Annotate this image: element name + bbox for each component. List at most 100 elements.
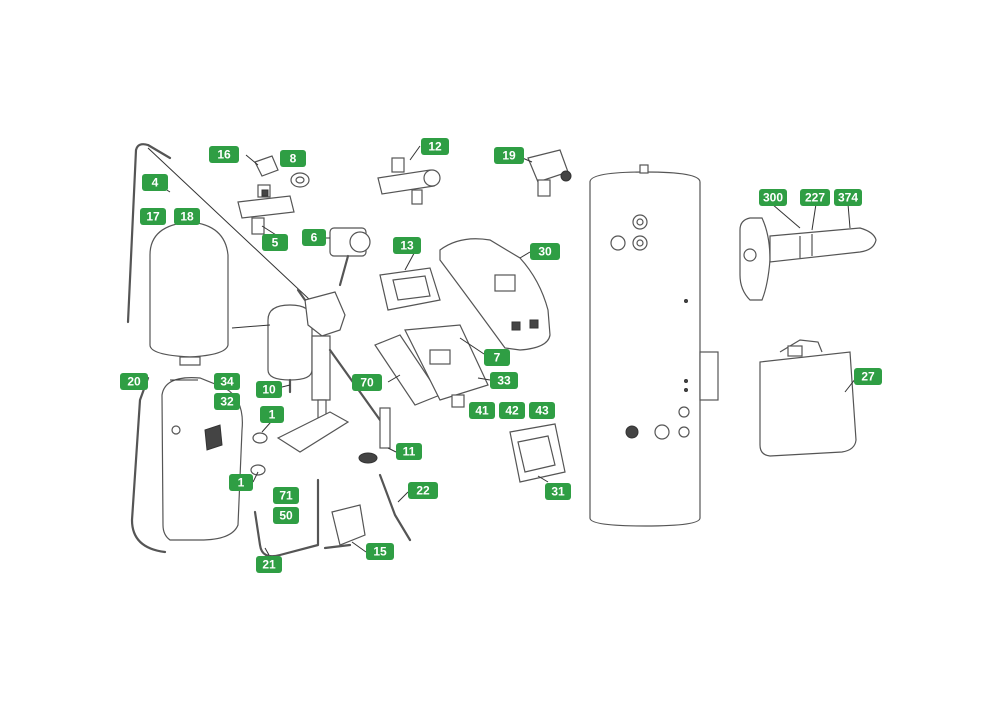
part-label-43: 43 <box>529 402 555 419</box>
part-label-text: 11 <box>403 445 416 459</box>
part-label-bg <box>256 556 282 573</box>
immersion-heater <box>739 217 877 301</box>
part-label-text: 31 <box>551 485 565 499</box>
cover-30 <box>439 238 551 351</box>
part-label-text: 71 <box>279 489 293 503</box>
controller-13 <box>379 267 441 311</box>
part-label-19: 19 <box>494 147 524 164</box>
part-label-bg <box>120 373 148 390</box>
part-label-11: 11 <box>396 443 422 460</box>
part-label-17: 17 <box>140 208 166 225</box>
part-label-text: 17 <box>146 210 160 224</box>
part-label-bg <box>393 237 421 254</box>
part-label-6: 6 <box>302 229 326 246</box>
part-label-text: 19 <box>502 149 516 163</box>
part-label-30: 30 <box>530 243 560 260</box>
part-label-bg <box>140 208 166 225</box>
part-label-50: 50 <box>273 507 299 524</box>
part-label-bg <box>273 507 299 524</box>
part-label-text: 5 <box>272 236 279 250</box>
pipe-21 <box>253 478 320 558</box>
part-label-bg <box>229 474 253 491</box>
part-label-70: 70 <box>352 374 382 391</box>
part-label-text: 70 <box>360 376 374 390</box>
part-label-bg <box>262 234 288 251</box>
expansion-vessel <box>149 221 229 366</box>
part-label-32: 32 <box>214 393 240 410</box>
part-label-8: 8 <box>280 150 306 167</box>
part-label-bg <box>529 402 555 419</box>
part-label-bg <box>142 174 168 191</box>
part-label-18: 18 <box>174 208 200 225</box>
part-label-text: 18 <box>180 210 194 224</box>
part-label-12: 12 <box>421 138 449 155</box>
fitting-11 <box>358 407 391 464</box>
valve-12 <box>377 157 441 205</box>
cylinder-body-10 <box>267 304 313 394</box>
part-label-300: 300 <box>759 189 787 206</box>
part-label-10: 10 <box>256 381 282 398</box>
part-label-bg <box>545 483 571 500</box>
part-label-bg <box>256 381 282 398</box>
part-label-34: 34 <box>214 373 240 390</box>
pipe-4 <box>126 143 172 324</box>
part-label-bg <box>174 208 200 225</box>
part-label-20: 20 <box>120 373 148 390</box>
wiring-box-31 <box>509 423 566 483</box>
part-label-bg <box>302 229 326 246</box>
part-label-227: 227 <box>800 189 830 206</box>
hot-water-cylinder <box>589 164 719 527</box>
left-cover <box>161 377 243 541</box>
part-label-1: 1 <box>229 474 253 491</box>
part-label-text: 27 <box>861 370 875 384</box>
part-label-7: 7 <box>484 349 510 366</box>
part-label-text: 34 <box>220 375 234 389</box>
pipe-22 <box>378 473 412 542</box>
part-label-bg <box>260 406 284 423</box>
part-label-text: 8 <box>290 152 297 166</box>
fitting-16 <box>254 155 279 177</box>
part-label-text: 1 <box>238 476 245 490</box>
mounting-bracket <box>250 411 350 476</box>
part-label-bg <box>273 487 299 504</box>
part-label-27: 27 <box>854 368 882 385</box>
valve-manifold <box>296 288 382 422</box>
part-label-41: 41 <box>469 402 495 419</box>
part-label-5: 5 <box>262 234 288 251</box>
part-label-text: 22 <box>416 484 430 498</box>
part-label-4: 4 <box>142 174 168 191</box>
part-label-bg <box>469 402 495 419</box>
pump-6 <box>329 227 371 287</box>
container-27 <box>759 339 857 457</box>
part-label-bg <box>834 189 862 206</box>
part-label-text: 43 <box>535 404 549 418</box>
part-label-374: 374 <box>834 189 862 206</box>
part-label-text: 16 <box>217 148 231 162</box>
part-label-text: 42 <box>505 404 519 418</box>
part-label-text: 374 <box>838 191 858 205</box>
part-label-31: 31 <box>545 483 571 500</box>
mounting-plate-33 <box>404 324 489 408</box>
part-label-bg <box>759 189 787 206</box>
part-label-bg <box>490 372 518 389</box>
part-label-bg <box>484 349 510 366</box>
part-label-bg <box>494 147 524 164</box>
pipe-4-branch <box>147 147 311 301</box>
part-label-text: 4 <box>152 176 159 190</box>
part-label-text: 7 <box>494 351 501 365</box>
part-label-13: 13 <box>393 237 421 254</box>
part-label-16: 16 <box>209 146 239 163</box>
pipe-20 <box>130 376 167 554</box>
part-label-text: 300 <box>763 191 783 205</box>
part-label-bg <box>214 373 240 390</box>
part-label-21: 21 <box>256 556 282 573</box>
part-label-71: 71 <box>273 487 299 504</box>
part-label-text: 50 <box>279 509 293 523</box>
part-label-22: 22 <box>408 482 438 499</box>
part-label-text: 13 <box>400 239 414 253</box>
valve-5 <box>237 184 295 235</box>
part-label-bg <box>530 243 560 260</box>
leader-lines <box>153 145 857 556</box>
part-label-text: 1 <box>269 408 276 422</box>
